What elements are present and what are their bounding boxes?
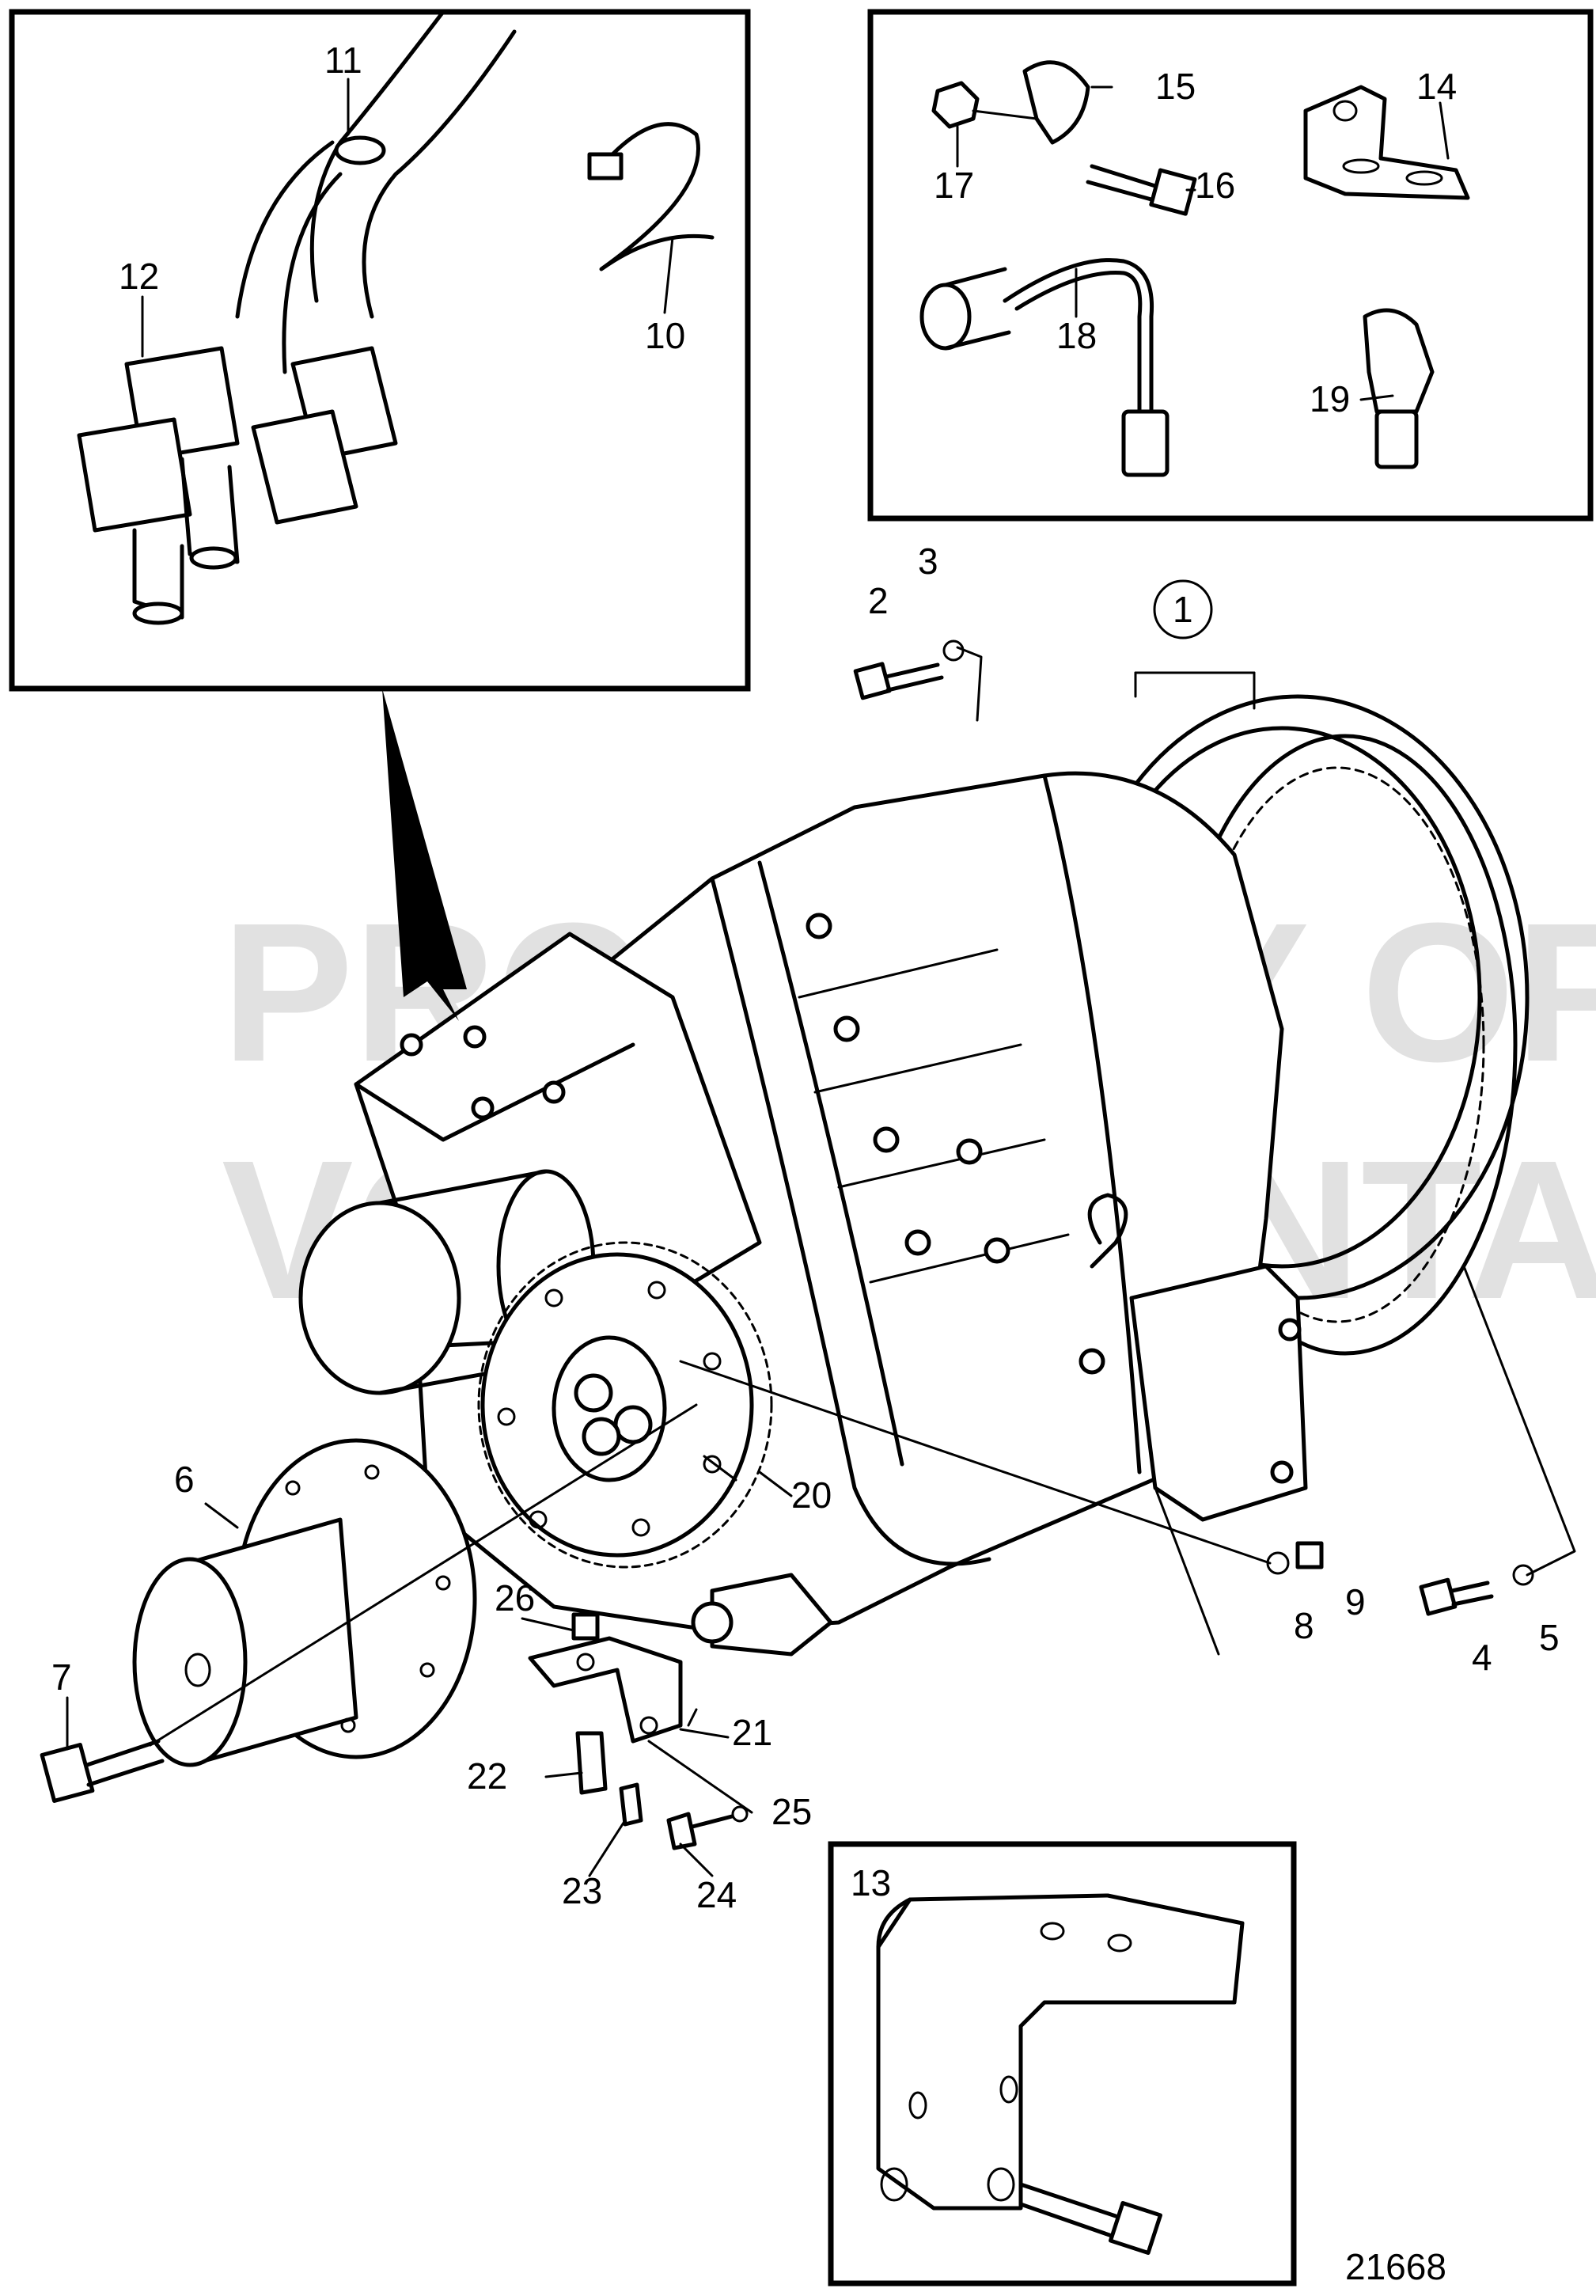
diagram-id: 21668 xyxy=(1345,2246,1446,2287)
callout-20: 20 xyxy=(791,1474,832,1516)
callout-16: 16 xyxy=(1195,165,1235,206)
callout-10: 10 xyxy=(645,315,685,356)
inset-frame-left xyxy=(9,9,751,692)
inset-frame-right xyxy=(867,9,1594,522)
bracket-bolt xyxy=(1018,2182,1163,2256)
callout-21: 21 xyxy=(732,1712,772,1753)
inset-bracket-13 xyxy=(828,1841,1297,2287)
sensor-part-22 xyxy=(575,1731,608,1795)
screw-part-23 xyxy=(619,1782,643,1827)
inset-solenoid-valves xyxy=(9,9,751,692)
flange-bolt-holes xyxy=(497,1281,722,1537)
bolt-part-4 xyxy=(1419,1577,1494,1616)
leader-lines xyxy=(149,646,1576,1814)
cover-rib xyxy=(757,860,904,1467)
nut-part-17 xyxy=(931,81,980,129)
nut-part-26 xyxy=(571,1612,600,1641)
callout-3: 3 xyxy=(918,541,938,582)
callout-7: 7 xyxy=(51,1657,72,1698)
callout-5: 5 xyxy=(1539,1617,1560,1658)
nut-part-9 xyxy=(1295,1541,1324,1569)
valve-block-edge xyxy=(354,1042,635,1142)
washer-part-3 xyxy=(942,639,965,662)
callout-22: 22 xyxy=(467,1755,507,1797)
callout-15: 15 xyxy=(1155,66,1196,107)
output-gear-teeth xyxy=(477,1241,773,1569)
callout-24: 24 xyxy=(696,1874,737,1915)
bolt-part-2 xyxy=(853,662,944,700)
callout-9: 9 xyxy=(1345,1581,1366,1622)
housing-seam xyxy=(1042,773,1142,1474)
coupling-part-6 xyxy=(132,1438,477,1767)
output-hub xyxy=(552,1335,667,1482)
callout-2: 2 xyxy=(868,580,889,621)
callout-8: 8 xyxy=(1294,1605,1314,1646)
pointer-arrow xyxy=(382,689,467,1021)
coupling-end xyxy=(132,1557,248,1767)
inset-fittings xyxy=(867,9,1594,522)
washer-part-5 xyxy=(1512,1564,1534,1586)
sensor-bracket-assembly xyxy=(528,1612,749,1850)
callout-4: 4 xyxy=(1472,1637,1492,1678)
callout-1: 1 xyxy=(1173,589,1193,630)
bracket-part-21 xyxy=(528,1636,683,1744)
callout-labels: 1 2 3 4 5 6 7 8 9 10 11 12 13 14 15 16 1… xyxy=(51,40,1560,2287)
output-flange xyxy=(480,1252,754,1558)
bolt-part-7 xyxy=(40,1739,165,1803)
elbow-part-19 xyxy=(1363,308,1435,469)
solenoid-connector-2 xyxy=(251,409,358,525)
callout-26: 26 xyxy=(495,1577,535,1619)
cable-tie-part-10 xyxy=(599,122,715,271)
callout-13: 13 xyxy=(851,1862,891,1903)
cover-plate-edge xyxy=(710,876,991,1566)
washer-part-25 xyxy=(731,1805,749,1823)
inset-leader-lines xyxy=(66,78,1450,1877)
oil-filter-end xyxy=(298,1201,461,1395)
callout-19: 19 xyxy=(1310,378,1350,419)
callout-12: 12 xyxy=(119,256,159,297)
hose-part-18 xyxy=(919,258,1170,477)
callout-6: 6 xyxy=(174,1459,195,1500)
callout-14: 14 xyxy=(1416,66,1457,107)
housing-fins xyxy=(798,948,1070,1284)
callout-11: 11 xyxy=(324,40,362,81)
gearbox-assembly xyxy=(298,694,1530,1657)
callout-25: 25 xyxy=(771,1791,812,1832)
callout-23: 23 xyxy=(562,1870,602,1911)
clamp-part-15 xyxy=(1022,60,1090,145)
bolt-part-16 xyxy=(1086,164,1197,216)
cover-bolts xyxy=(806,913,1105,1375)
bracket-part-13 xyxy=(876,1893,1245,2211)
hose-clip xyxy=(334,135,386,165)
flywheel-teeth xyxy=(1189,766,1485,1323)
callout-17: 17 xyxy=(934,165,974,206)
dipstick-loop xyxy=(1087,1193,1128,1269)
screw-part-24 xyxy=(666,1812,697,1850)
callout-1-circle xyxy=(1153,579,1213,639)
callout-18: 18 xyxy=(1056,315,1097,356)
solenoid-valve-2 xyxy=(77,417,192,533)
